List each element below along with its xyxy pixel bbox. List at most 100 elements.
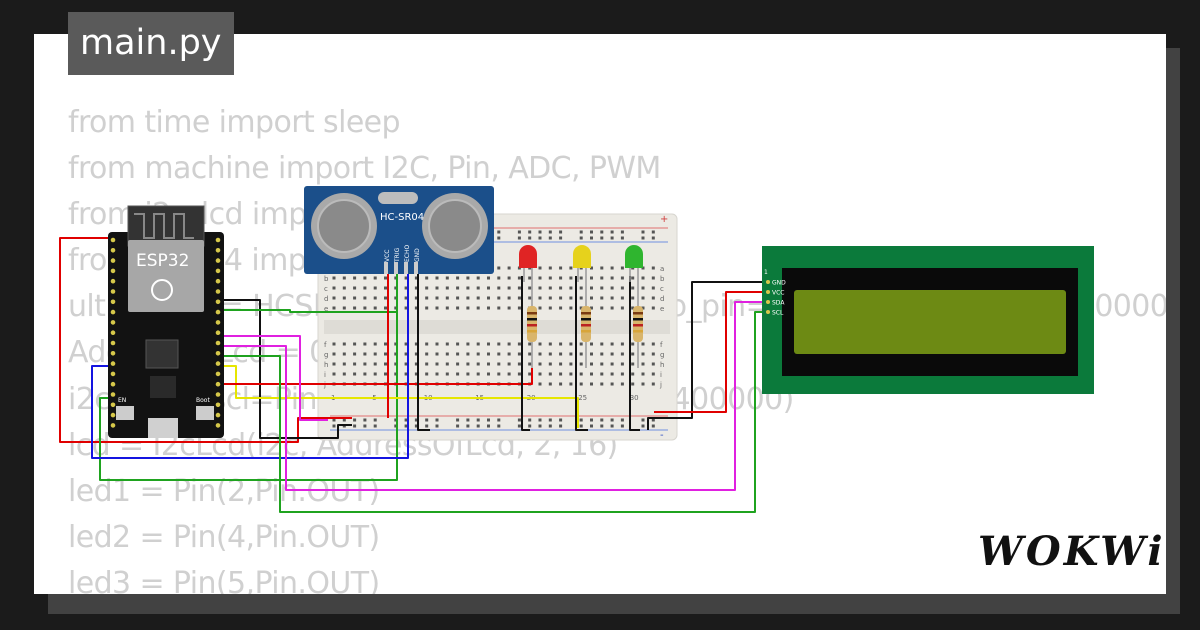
rail-hole [600,418,604,422]
lcd-pin[interactable] [766,310,770,314]
esp32-pin[interactable] [110,351,116,356]
breadboard-hole [559,382,563,386]
breadboard-hole [590,296,593,300]
esp32-pin[interactable] [110,361,116,366]
breadboard-hole [332,362,336,366]
esp32-pin[interactable] [215,299,221,305]
esp32-pin[interactable] [215,423,221,428]
led[interactable] [573,245,591,268]
esp32-pin[interactable] [110,320,116,325]
en-button[interactable] [116,406,134,420]
lcd-pin[interactable] [766,280,770,284]
file-tab[interactable]: main.py [68,12,234,75]
esp32-pin[interactable] [215,381,221,387]
esp32-pin[interactable] [110,268,116,274]
esp32-pin[interactable] [110,248,116,253]
esp32-pin[interactable] [215,309,221,315]
breadboard-hole [569,372,573,376]
esp32-pin[interactable] [110,258,116,263]
esp32-pin[interactable] [215,248,221,253]
esp32-pin[interactable] [110,289,116,294]
wire-green-lcd-scl [217,311,767,513]
row-letter: f [324,341,327,349]
esp32-pin[interactable] [110,423,116,428]
esp32-pin[interactable] [215,278,221,284]
breadboard-hole [610,382,614,386]
rail-hole [641,230,645,234]
esp32-pin[interactable] [215,289,221,294]
esp32-pin[interactable] [110,237,116,243]
esp32-pin[interactable] [110,412,116,418]
breadboard-hole [332,286,336,290]
esp32-pin[interactable] [215,392,221,397]
sensor-pin[interactable] [384,262,388,274]
esp32-label: ESP32 [136,251,189,271]
rail-hole [620,236,624,240]
esp32-pin[interactable] [110,299,116,305]
breadboard-hole [548,342,552,346]
led[interactable] [519,245,537,268]
rail-hole [579,424,583,428]
breadboard-hole [414,276,418,280]
wire-black-led3 [629,276,640,431]
breadboard-hole [651,372,655,376]
wire-black-esp-gnd [217,299,352,439]
wire-black-led1 [521,276,530,431]
breadboard-hole [559,276,563,280]
esp32-pin[interactable] [110,381,116,387]
esp32-pin[interactable] [215,412,221,418]
rail-hole [579,230,583,234]
breadboard-hole [363,276,367,280]
sensor-pin[interactable] [394,262,398,274]
row-letter: i [660,371,662,379]
rail-hole [559,418,563,422]
breadboard-hole [590,372,593,376]
led[interactable] [625,245,643,268]
esp32-pin[interactable] [110,402,116,408]
esp32-pin[interactable] [110,278,116,284]
breadboard-hole [394,372,398,376]
row-letter: g [660,351,664,359]
lcd-pin-label: VCC [772,290,784,297]
breadboard-hole [559,352,563,356]
breadboard-hole [538,362,542,366]
esp32-pin[interactable] [215,351,221,356]
breadboard-hole [559,306,563,310]
esp32-pin[interactable] [215,320,221,325]
esp32-pin[interactable] [215,402,221,408]
sensor-pin[interactable] [414,262,418,274]
esp32-pin[interactable] [215,268,221,274]
lcd-pin[interactable] [766,290,770,294]
esp32-pin[interactable] [215,340,221,346]
breadboard-hole [528,276,532,280]
breadboard-hole [466,286,470,290]
esp32-pin[interactable] [215,258,221,263]
breadboard-hole [384,306,387,310]
breadboard-hole [384,276,387,280]
breadboard-hole [497,266,501,270]
breadboard-hole [476,296,480,300]
esp32-pin[interactable] [110,330,116,336]
rail-hole [332,424,336,428]
sensor-pin[interactable] [404,262,408,274]
breadboard-hole [569,306,573,310]
esp32-pin[interactable] [215,361,221,366]
esp32-pin[interactable] [110,371,116,377]
esp32-pin[interactable] [110,309,116,315]
breadboard-hole [641,286,645,290]
breadboard-hole [342,362,346,366]
esp32-pin[interactable] [215,371,221,377]
lcd-pin-marker: 1 [764,269,768,276]
lcd-pin[interactable] [766,300,770,304]
rail-hole [590,230,593,234]
breadboard-hole [569,266,573,270]
esp32-pin[interactable] [215,237,221,243]
breadboard-hole [487,296,490,300]
boot-button[interactable] [196,406,214,420]
esp32-pin[interactable] [215,330,221,336]
breadboard-hole [414,296,418,300]
esp32-pin[interactable] [110,340,116,346]
esp32-pin[interactable] [110,392,116,397]
rail-hole [373,418,377,422]
